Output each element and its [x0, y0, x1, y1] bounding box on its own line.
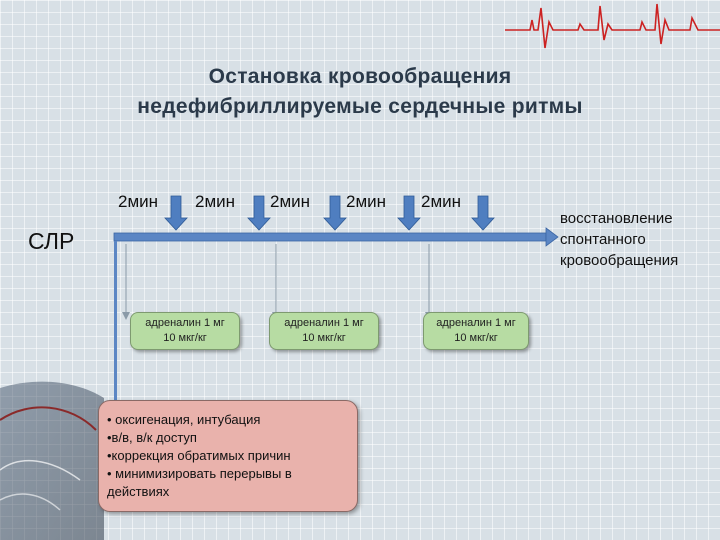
outcome-line-3: кровообращения [560, 252, 679, 269]
drug-dose: адреналин 1 мг [145, 317, 225, 329]
interval-arrow [397, 195, 421, 231]
action-item: • минимизировать перерывы в действиях [107, 466, 292, 499]
interval-arrow [323, 195, 347, 231]
background-swoosh [0, 381, 104, 540]
background-swoosh-arc [0, 406, 97, 431]
drug-box-adrenaline: адреналин 1 мг 10 мкг/кг [423, 312, 529, 350]
action-item: • оксигенация, интубация [107, 412, 261, 427]
actions-box: • оксигенация, интубация •в/в, в/к досту… [98, 400, 358, 512]
drug-dose-per-kg: 10 мкг/кг [454, 332, 498, 344]
interval-label: 2мин [421, 192, 462, 211]
drug-dose: адреналин 1 мг [436, 317, 516, 329]
drug-box-adrenaline: адреналин 1 мг 10 мкг/кг [269, 312, 379, 350]
cpr-label: СЛР [28, 228, 75, 254]
drug-connector-arrowhead [122, 312, 130, 320]
interval-arrow [471, 195, 495, 231]
interval-label: 2мин [195, 192, 236, 211]
ecg-trace-line [505, 3, 720, 49]
interval-arrow [164, 195, 188, 231]
actions-connector [114, 241, 117, 401]
title-line-2: недефибриллируемые сердечные ритмы [137, 95, 583, 118]
action-item: •в/в, в/к доступ [107, 430, 197, 445]
outcome-line-2: спонтанного [560, 231, 646, 248]
drug-dose-per-kg: 10 мкг/кг [302, 332, 346, 344]
cpr-timeline [113, 232, 547, 242]
drug-box-adrenaline: адреналин 1 мг 10 мкг/кг [130, 312, 240, 350]
background-swoosh-arc [0, 493, 61, 511]
interval-arrow [247, 195, 271, 231]
interval-label: 2мин [118, 192, 159, 211]
outcome-line-1: восстановление [560, 210, 673, 227]
interval-label: 2мин [270, 192, 311, 211]
drug-dose: адреналин 1 мг [284, 317, 364, 329]
page-title: Остановка кровообращения недефибриллируе… [0, 62, 720, 122]
drug-dose-per-kg: 10 мкг/кг [163, 332, 207, 344]
interval-label: 2мин [346, 192, 387, 211]
background-swoosh-arc [0, 459, 81, 481]
title-line-1: Остановка кровообращения [208, 65, 512, 88]
action-item: •коррекция обратимых причин [107, 448, 291, 463]
outcome-label: восстановление спонтанного кровообращени… [560, 208, 678, 271]
cpr-timeline-arrowhead [545, 227, 559, 247]
